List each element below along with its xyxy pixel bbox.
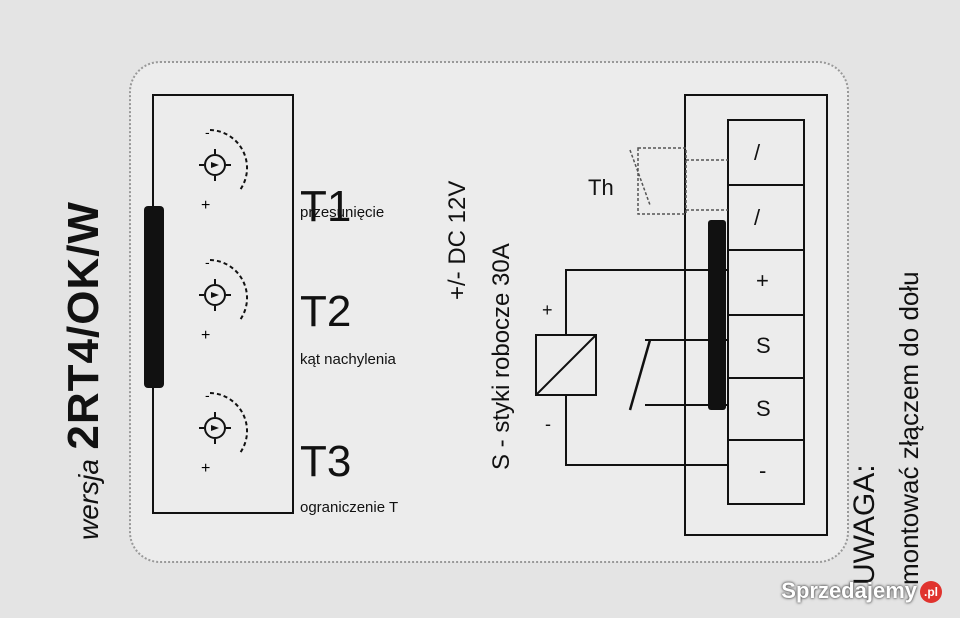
- terminal-3-label: +: [756, 268, 769, 293]
- terminal-2-label: /: [754, 205, 761, 230]
- t1-id: T1: [300, 182, 352, 231]
- left-connector-bar: [144, 206, 164, 388]
- pot-symbol-t1: - +: [199, 124, 249, 214]
- svg-text:-: -: [205, 387, 210, 403]
- panel-outline: [129, 61, 849, 563]
- svg-text:-: -: [205, 254, 210, 270]
- terminal-4-label: S: [756, 333, 771, 358]
- watermark-badge: .pl: [920, 581, 942, 604]
- relay-switch: [628, 339, 652, 411]
- svg-text:+: +: [201, 197, 210, 214]
- svg-text:+: +: [201, 460, 210, 477]
- watermark-text: Sprzedajemy: [781, 578, 917, 603]
- t2-label: kąt nachylenia: [300, 351, 396, 368]
- thermal-label: Th: [588, 175, 614, 200]
- terminal-block: [684, 94, 828, 536]
- pot-symbol-t2: - +: [199, 254, 249, 344]
- terminal-6-label: -: [759, 458, 767, 483]
- t3-label: ograniczenie T: [300, 499, 399, 516]
- terminal-5-label: S: [756, 396, 771, 421]
- watermark: Sprzedajemy.pl: [781, 578, 942, 604]
- t1-label: przesunięcie: [300, 204, 385, 221]
- note-text: montować złączem do dołu: [894, 271, 924, 585]
- supply-contacts: S - styki robocze 30A: [488, 243, 515, 470]
- supply-voltage: +/- DC 12V: [444, 180, 471, 300]
- right-connector-bar: [708, 220, 726, 410]
- thermal-sensor: [637, 147, 687, 215]
- note-title: UWAGA:: [848, 464, 881, 585]
- terminal-1-label: /: [754, 140, 761, 165]
- t3-id: T3: [300, 437, 352, 486]
- coil-minus-label: -: [545, 414, 551, 434]
- coil-plus-label: +: [542, 300, 553, 320]
- terminal-strip: [727, 119, 805, 505]
- t2-id: T2: [300, 287, 352, 336]
- pot-symbol-t3: - +: [199, 387, 249, 477]
- svg-text:+: +: [201, 327, 210, 344]
- svg-text:-: -: [205, 124, 210, 140]
